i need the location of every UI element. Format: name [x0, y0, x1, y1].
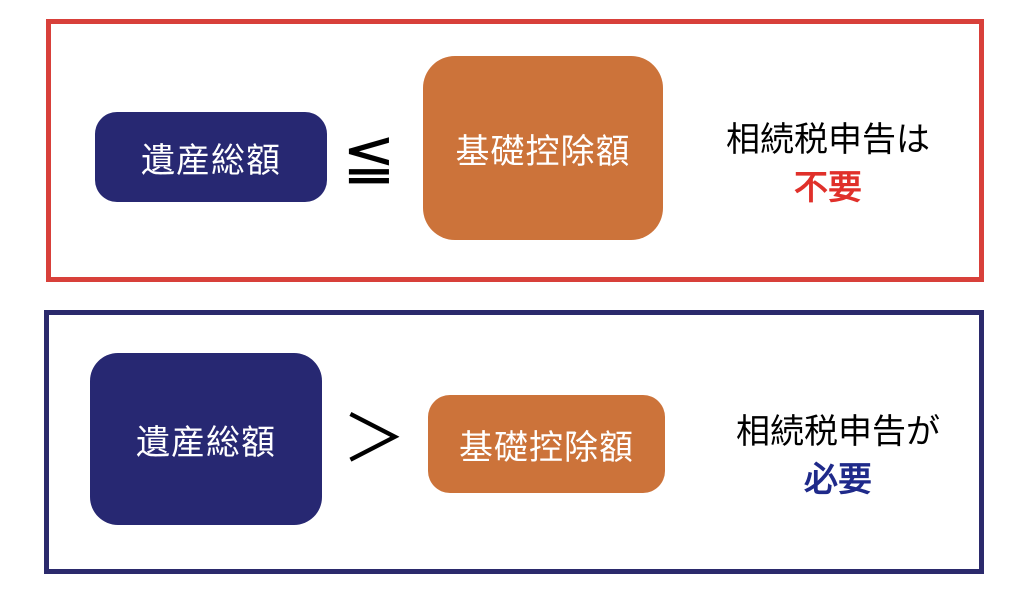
estate-total-box: 遺産総額 — [90, 353, 322, 525]
result-required: 相続税申告が 必要 — [698, 408, 978, 504]
result-keyword: 必要 — [804, 460, 872, 500]
basic-deduction-label: 基礎控除額 — [455, 131, 631, 172]
result-text: 相続税申告は — [726, 120, 930, 160]
less-equal-operator: ≦ — [342, 120, 396, 194]
estate-total-label: 遺産総額 — [141, 140, 281, 181]
result-text: 相続税申告が — [736, 412, 940, 452]
basic-deduction-box: 基礎控除額 — [423, 56, 663, 240]
result-not-required: 相続税申告は 不要 — [688, 116, 968, 212]
basic-deduction-label: 基礎控除額 — [459, 427, 634, 468]
result-keyword: 不要 — [794, 168, 862, 208]
greater-than-operator: ＞ — [342, 403, 406, 477]
not-required-panel — [46, 19, 984, 282]
estate-total-box: 遺産総額 — [95, 112, 327, 202]
basic-deduction-box: 基礎控除額 — [428, 395, 665, 493]
estate-total-label: 遺産総額 — [136, 422, 276, 463]
required-panel — [44, 310, 984, 574]
